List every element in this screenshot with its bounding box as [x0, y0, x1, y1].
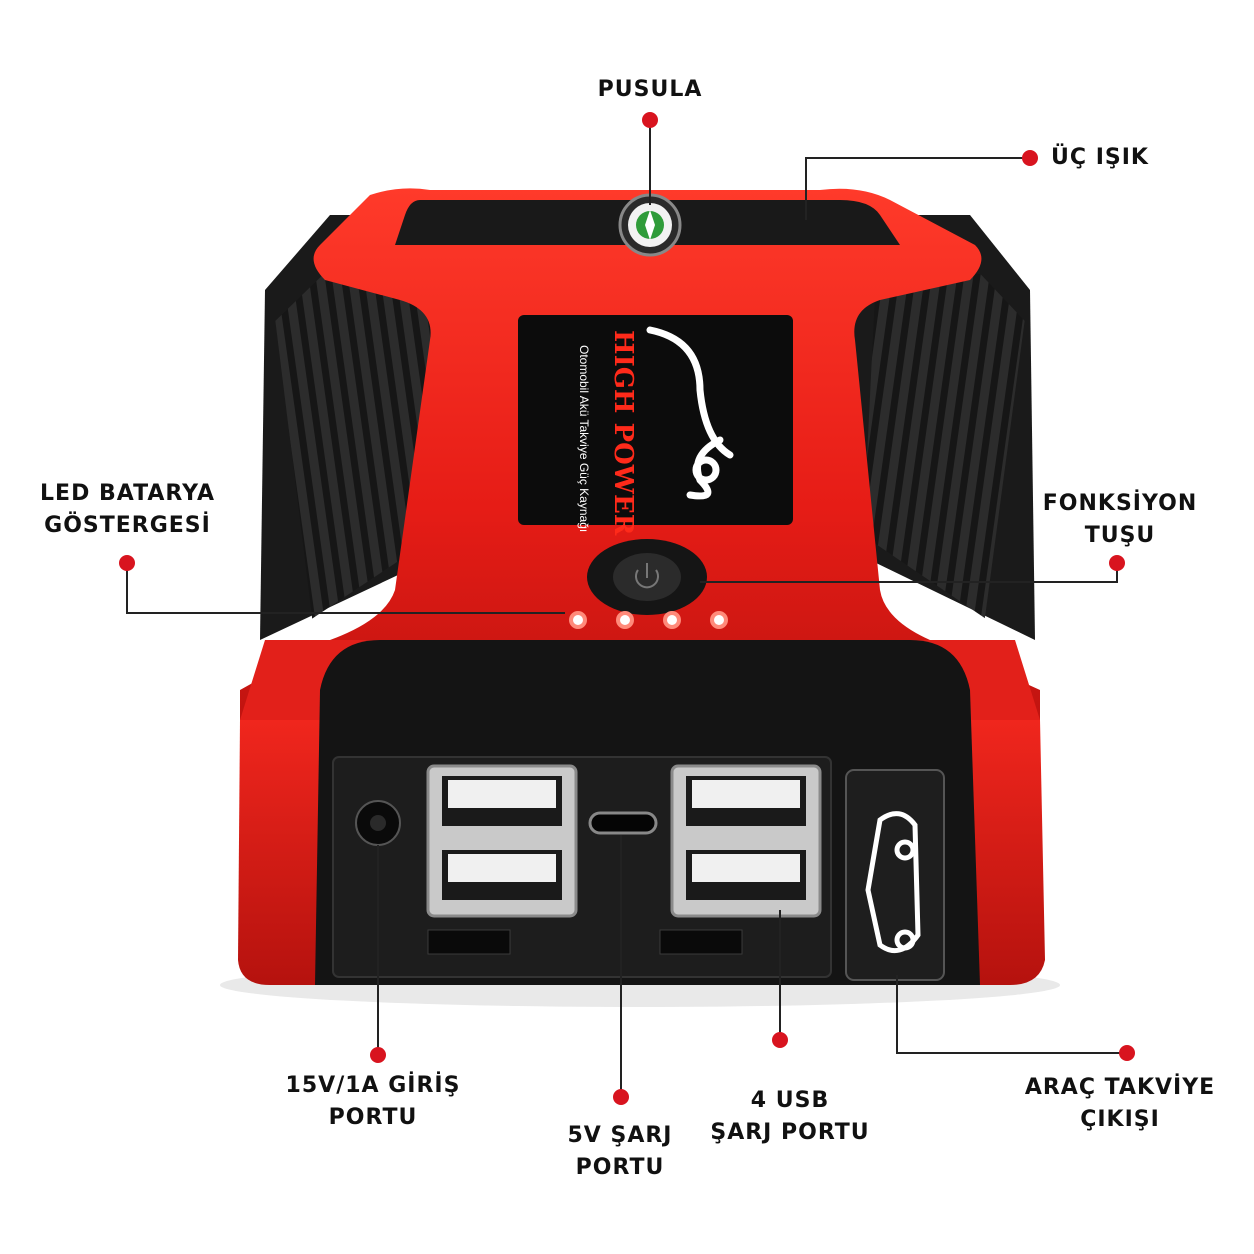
- car-logo-icon: [646, 326, 734, 500]
- led-indicator-label-line1: LED BATARYA: [40, 481, 215, 506]
- led-indicator-label: LED BATARYA GÖSTERGESİ: [20, 478, 235, 542]
- callout-dot-function: [1109, 555, 1125, 571]
- usb-port-label-line1: 4 USB: [750, 1088, 830, 1113]
- dc-input-port[interactable]: [355, 800, 401, 846]
- led-3: [663, 611, 681, 629]
- brand-subtitle: Otomobil Akü Takviye Güç Kaynağı: [577, 345, 591, 532]
- usb-a-left-block: [426, 764, 578, 918]
- usb-a-right-block: [670, 764, 822, 918]
- led-1: [569, 611, 587, 629]
- charge-port-label-line1: 5V ŞARJ: [567, 1123, 673, 1148]
- callout-dot-led: [119, 555, 135, 571]
- brand-title: HIGH POWER: [608, 330, 638, 536]
- usb-c-port[interactable]: [588, 811, 658, 835]
- power-icon: [635, 563, 659, 589]
- function-button-label-line2: TUŞU: [1084, 523, 1156, 548]
- brand-label: [518, 315, 793, 525]
- jump-output-label-line1: ARAÇ TAKVİYE: [1024, 1075, 1216, 1100]
- input-port-label: 15V/1A GİRİŞ PORTU: [268, 1070, 478, 1134]
- compass-icon: [618, 193, 682, 257]
- input-port-label-line1: 15V/1A GİRİŞ: [285, 1073, 461, 1098]
- vent-slot-right: [659, 929, 743, 955]
- power-button[interactable]: [587, 539, 707, 615]
- usb-port-label-line2: ŞARJ PORTU: [710, 1120, 870, 1145]
- usb-port-label: 4 USB ŞARJ PORTU: [700, 1085, 880, 1149]
- triple-light-label-text: ÜÇ IŞIK: [1051, 145, 1149, 170]
- charge-port-label-line2: PORTU: [575, 1155, 665, 1180]
- charge-port-label: 5V ŞARJ PORTU: [540, 1120, 700, 1184]
- led-4: [710, 611, 728, 629]
- compass-label-text: PUSULA: [597, 77, 703, 102]
- right-grip: [830, 215, 1035, 640]
- led-indicator-label-line2: GÖSTERGESİ: [44, 513, 211, 538]
- callout-dot-usb: [772, 1032, 788, 1048]
- vent-slot-left: [427, 929, 511, 955]
- triple-light-label: ÜÇ IŞIK: [1045, 142, 1155, 174]
- callout-dot-light: [1022, 150, 1038, 166]
- function-button-label-line1: FONKSİYON: [1042, 491, 1198, 516]
- compass-label: PUSULA: [560, 74, 740, 106]
- jump-output-label: ARAÇ TAKVİYE ÇIKIŞI: [1020, 1072, 1220, 1136]
- jump-output-label-line2: ÇIKIŞI: [1080, 1107, 1160, 1132]
- callout-dot-jump: [1119, 1045, 1135, 1061]
- function-button-label: FONKSİYON TUŞU: [1030, 488, 1210, 552]
- callout-dot-input: [370, 1047, 386, 1063]
- callout-dot-compass: [642, 112, 658, 128]
- led-indicator: [569, 611, 728, 629]
- jump-output-port[interactable]: [845, 769, 945, 981]
- callout-dot-charge: [613, 1089, 629, 1105]
- car-icon: [865, 811, 921, 954]
- led-2: [616, 611, 634, 629]
- input-port-label-line2: PORTU: [328, 1105, 418, 1130]
